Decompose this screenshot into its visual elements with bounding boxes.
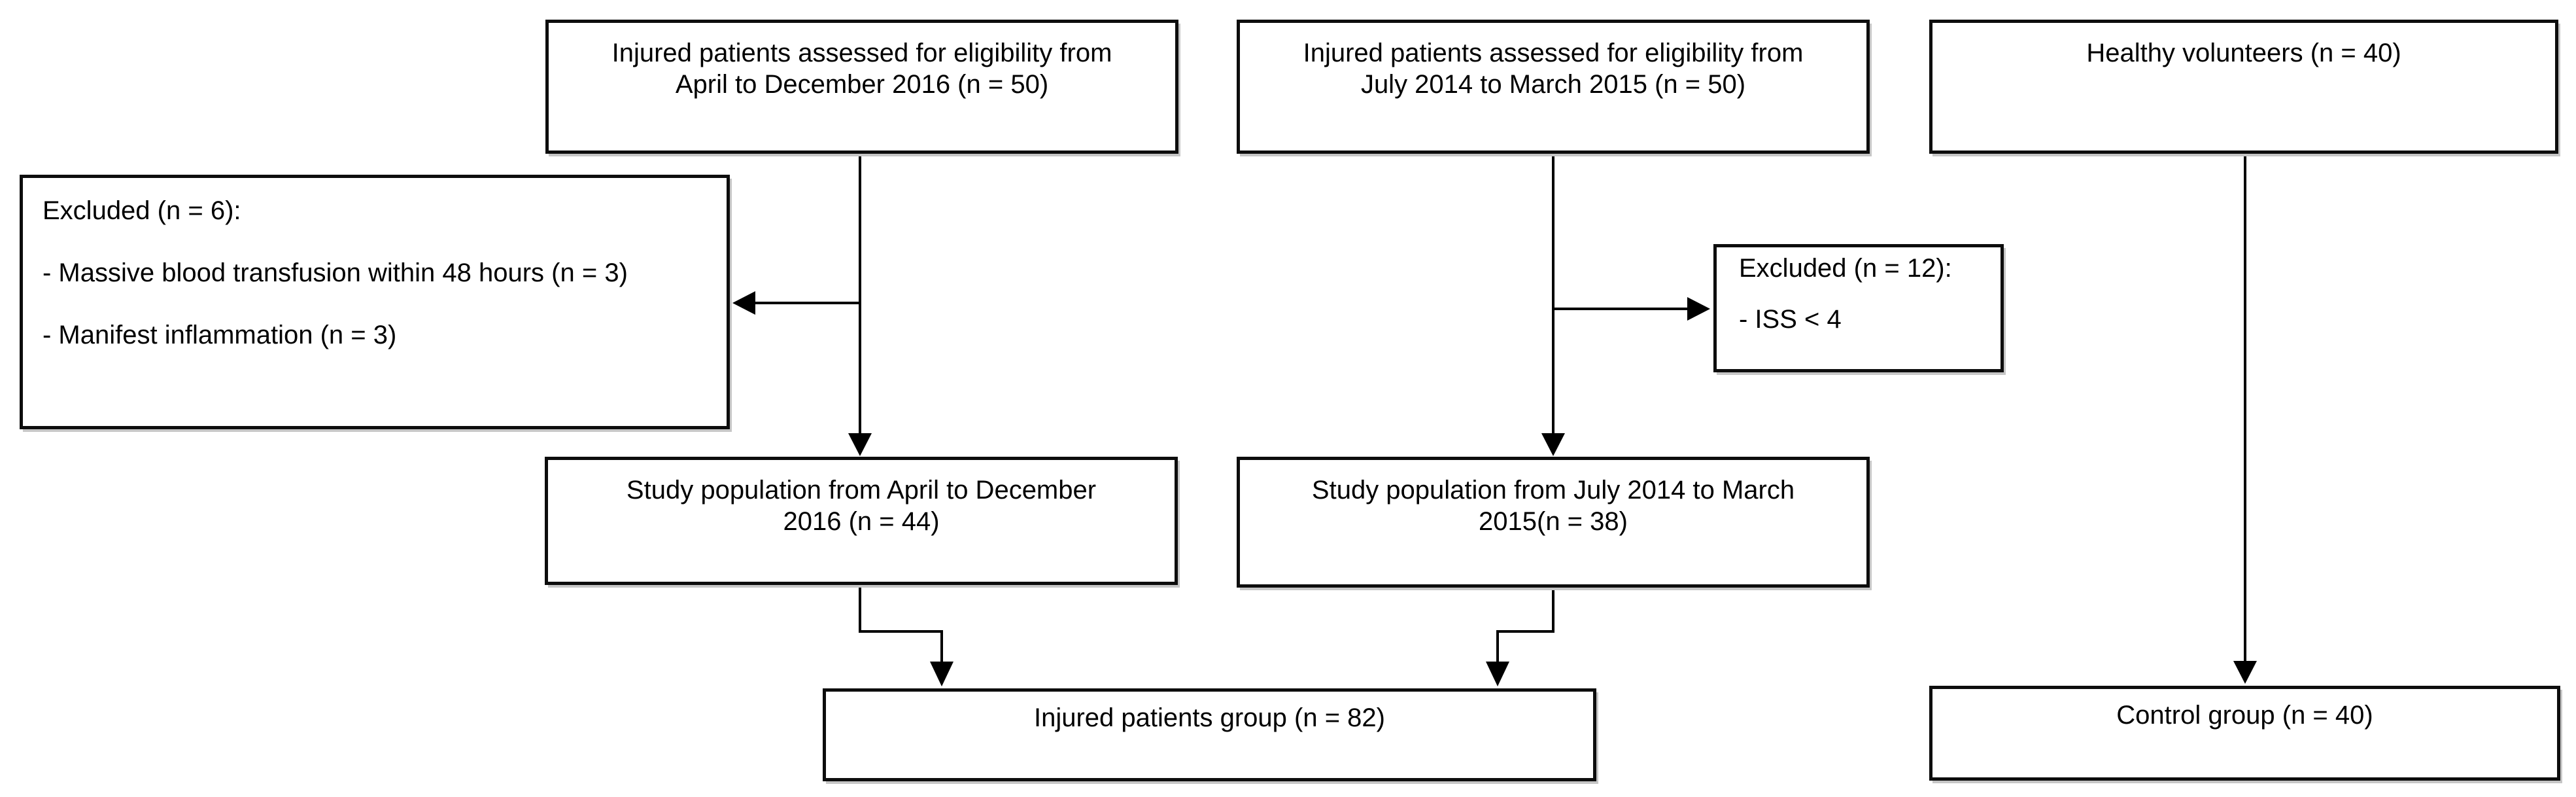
elbow-line-study2014-injured (1496, 586, 1554, 662)
box-text-line: Study population from April to December (626, 476, 1097, 505)
box-text-line: Injured patients assessed for eligibilit… (1303, 39, 1804, 67)
box-text-line: Injured patients assessed for eligibilit… (611, 39, 1112, 67)
excluded-item: - Massive blood transfusion within 48 ho… (43, 258, 628, 287)
box-injured-patients-group: Injured patients group (n = 82) (823, 688, 1596, 781)
box-study-2016: Study population from April to December … (545, 457, 1178, 585)
box-control-group: Control group (n = 40) (1929, 686, 2560, 781)
box-text-line: Injured patients group (n = 82) (1033, 703, 1385, 732)
excluded-title: Excluded (n = 12): (1739, 254, 1952, 283)
box-eligibility-2014: Injured patients assessed for eligibilit… (1237, 20, 1870, 154)
box-text-line: Study population from July 2014 to March (1311, 476, 1795, 505)
arrowhead-healthy-control (2233, 661, 2257, 684)
box-eligibility-2016: Injured patients assessed for eligibilit… (545, 20, 1178, 154)
arrowhead-study2014-injured (1486, 662, 1509, 686)
box-text-line: July 2014 to March 2015 (n = 50) (1360, 70, 1746, 99)
excluded-title: Excluded (n = 6): (43, 196, 241, 225)
arrowhead-to-excluded-left (732, 291, 755, 315)
box-healthy-volunteers: Healthy volunteers (n = 40) (1929, 20, 2558, 154)
box-text-line: Control group (n = 40) (2116, 701, 2373, 730)
arrowhead-eligibility2014-study2014 (1541, 433, 1565, 456)
box-text-line: 2016 (n = 44) (783, 507, 940, 536)
excluded-item: - ISS < 4 (1739, 305, 1842, 334)
box-text-line: April to December 2016 (n = 50) (675, 70, 1049, 99)
box-text-line: 2015(n = 38) (1479, 507, 1628, 536)
box-text-line: Healthy volunteers (n = 40) (2086, 39, 2401, 67)
arrowhead-to-excluded-right (1687, 297, 1710, 321)
box-study-2014: Study population from July 2014 to March… (1237, 457, 1870, 588)
excluded-item: - Manifest inflammation (n = 3) (43, 321, 397, 349)
box-excluded-left: Excluded (n = 6): - Massive blood transf… (20, 175, 730, 429)
elbow-line-study2016-injured (859, 584, 943, 662)
box-excluded-right: Excluded (n = 12): - ISS < 4 (1713, 244, 2004, 372)
arrowhead-eligibility2016-study2016 (848, 433, 872, 456)
arrowhead-study2016-injured (930, 662, 953, 686)
